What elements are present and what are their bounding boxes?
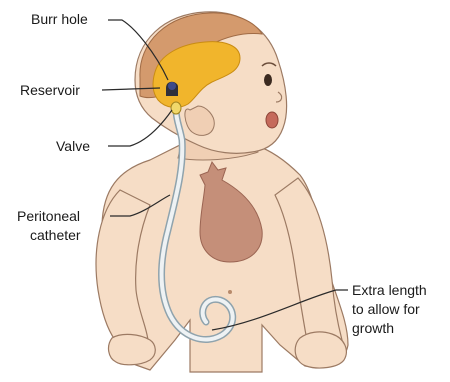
- mouth: [266, 112, 278, 128]
- label-reservoir: Reservoir: [20, 82, 80, 99]
- label-peritoneal: Peritoneal: [17, 208, 80, 225]
- label-catheter: catheter: [30, 227, 81, 244]
- burr-hole-marker: [168, 82, 176, 90]
- left-hand: [109, 334, 156, 364]
- label-extra-length-1: Extra length: [352, 282, 427, 299]
- eye: [264, 74, 272, 86]
- valve: [171, 102, 181, 114]
- label-burr-hole: Burr hole: [31, 11, 88, 28]
- label-extra-length-2: to allow for: [352, 301, 420, 318]
- right-hand: [295, 332, 346, 368]
- label-valve: Valve: [56, 138, 90, 155]
- label-extra-length-3: growth: [352, 320, 394, 337]
- navel: [228, 290, 232, 294]
